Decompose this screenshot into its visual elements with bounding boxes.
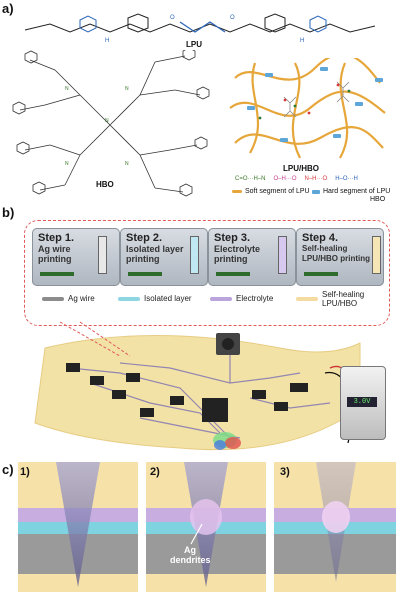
step-4-title: Step 4.: [302, 232, 339, 244]
svg-text:O: O: [230, 15, 235, 21]
hard-segment-text: Hard segment of LPU: [323, 188, 391, 195]
self-healing-swatch: [296, 297, 318, 301]
power-supply-display: 3.0V: [347, 397, 377, 407]
ag-wire-swatch: [42, 297, 64, 301]
step-3-title: Step 3.: [214, 232, 251, 244]
panel-a-label: a): [2, 1, 14, 16]
hard-segment-swatch: [312, 189, 320, 194]
step-2-arrow: [128, 272, 162, 276]
svg-text:H: H: [105, 38, 109, 44]
panel-c-label: c): [2, 462, 14, 477]
zoom-connector: [59, 321, 131, 357]
svg-text:N: N: [125, 86, 129, 92]
step-4-text: Self-healing LPU/HBO printing: [302, 244, 370, 263]
step-1-syringe: [98, 236, 107, 274]
soft-segment-text: Soft segment of LPU: [245, 188, 310, 195]
step-1-title: Step 1.: [38, 232, 75, 244]
panel-b-label: b): [2, 205, 15, 220]
hard-segment-legend: Hard segment of LPU: [312, 188, 390, 195]
step-3-card: Step 3. Electrolyte printing: [208, 228, 296, 286]
step-1-card: Step 1. Ag wire printing: [32, 228, 120, 286]
subpanel-3-label: 3): [280, 466, 290, 478]
network-label: LPU/HBO: [283, 164, 319, 173]
hbond-example-1: C=O···H–N: [235, 176, 266, 182]
hbond-example-3: N–H···O: [304, 176, 328, 182]
step-1-arrow: [40, 272, 74, 276]
lpu-structure: O O H H: [24, 13, 376, 44]
hbo-structure: N N N N N: [12, 50, 210, 197]
step-3-syringe: [278, 236, 287, 274]
subpanel-1-label: 1): [20, 466, 30, 478]
ag-wire-legend: Ag wire: [68, 294, 95, 303]
hbo-legend-text: HBO: [370, 196, 386, 203]
hbond-examples: C=O···H–N O–H···O N–H···O H–O···H: [235, 176, 395, 182]
step-2-text: Isolated layer printing: [126, 244, 184, 264]
panel-c-cross-sections: [18, 462, 396, 592]
lpu-label: LPU: [186, 40, 202, 49]
svg-text:N: N: [65, 86, 69, 92]
step-2-card: Step 2. Isolated layer printing: [120, 228, 208, 286]
isolated-layer-legend: Isolated layer: [144, 294, 192, 303]
svg-text:O: O: [170, 15, 175, 21]
svg-text:H: H: [300, 38, 304, 44]
step-2-syringe: [190, 236, 199, 274]
soft-segment-legend: Soft segment of LPU: [232, 188, 310, 195]
hbo-legend: HBO: [370, 196, 385, 203]
svg-text:N: N: [65, 161, 69, 167]
svg-text:N: N: [125, 161, 129, 167]
soft-segment-swatch: [232, 190, 242, 193]
lpu-hbo-network: [229, 58, 386, 159]
ag-dendrites-annotation: Ag dendrites: [170, 545, 211, 565]
svg-text:N: N: [105, 118, 109, 124]
electrolyte-swatch: [210, 297, 232, 301]
isolated-layer-swatch: [118, 297, 140, 301]
self-healing-legend: Self-healing LPU/HBO: [322, 290, 365, 308]
power-supply: 3.0V: [340, 366, 386, 440]
step-1-text: Ag wire printing: [38, 244, 72, 264]
step-2-title: Step 2.: [126, 232, 163, 244]
hbond-example-2: O–H···O: [273, 176, 297, 182]
circuit-sheet: [34, 333, 361, 451]
step-3-arrow: [216, 272, 250, 276]
step-3-text: Electrolyte printing: [214, 244, 261, 264]
subpanel-2-label: 2): [150, 466, 160, 478]
step-4-card: Step 4. Self-healing LPU/HBO printing: [296, 228, 384, 286]
step-4-syringe: [372, 236, 381, 274]
hbond-example-4: H–O···H: [335, 176, 358, 182]
steps-dashed-box: [24, 220, 390, 326]
hbo-label: HBO: [96, 180, 114, 189]
step-4-arrow: [304, 272, 338, 276]
electrolyte-legend: Electrolyte: [236, 294, 274, 303]
